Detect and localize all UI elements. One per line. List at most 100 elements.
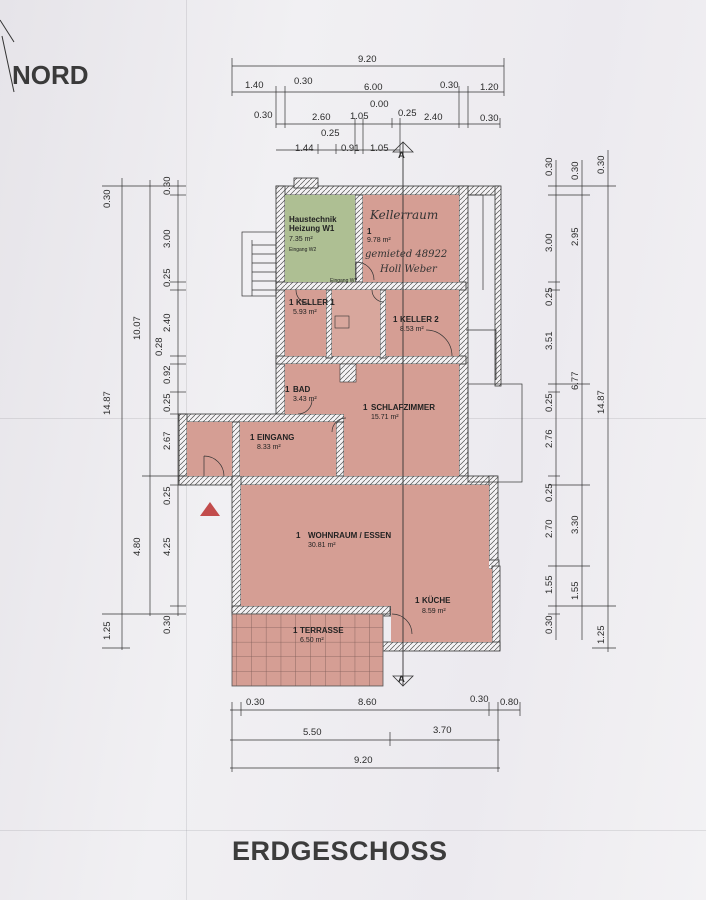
dim-left-inner-0: 0.30 <box>162 177 173 196</box>
room-keller-1 <box>285 290 326 356</box>
dim-top-2-2: 6.00 <box>364 82 383 93</box>
svg-text:8.53 m²: 8.53 m² <box>400 326 424 333</box>
dim-right-mid-1: 2.95 <box>570 228 581 247</box>
annex-outlines <box>425 194 523 483</box>
handwritten-note: Kellerraum gemieted 48922 Holl Weber <box>365 208 447 275</box>
svg-text:1: 1 <box>415 596 420 605</box>
svg-text:KÜCHE: KÜCHE <box>422 596 451 605</box>
svg-text:WOHNRAUM / ESSEN: WOHNRAUM / ESSEN <box>308 531 391 540</box>
svg-text:SCHLAFZIMMER: SCHLAFZIMMER <box>371 403 435 412</box>
dim-right-inner-9: 0.30 <box>544 616 555 635</box>
svg-text:3.43 m²: 3.43 m² <box>293 396 317 403</box>
dim-right-outer-2: 1.25 <box>596 626 607 645</box>
dim-right-mid-4: 1.55 <box>570 582 581 601</box>
svg-text:BAD: BAD <box>293 385 311 394</box>
svg-text:Haustechnik: Haustechnik <box>289 215 337 224</box>
dim-left-inner-5: 0.92 <box>162 366 173 385</box>
entrance-arrow <box>200 502 220 516</box>
svg-text:1: 1 <box>285 385 290 394</box>
svg-text:8.59 m²: 8.59 m² <box>422 608 446 615</box>
dim-right-inner-5: 2.76 <box>544 430 555 449</box>
dim-top-3-3: 1.05 <box>350 111 369 122</box>
svg-text:8.33 m²: 8.33 m² <box>257 444 281 451</box>
right-dimension-lines <box>548 150 616 652</box>
label-keller-2: 1 KELLER 2 8.53 m² <box>393 315 439 333</box>
dim-top-2-1: 0.30 <box>294 76 313 87</box>
dim-bottom-1-2: 0.30 <box>470 694 489 705</box>
terrace-tiles <box>231 613 384 687</box>
dim-top-4-0: 0.25 <box>321 128 340 139</box>
svg-text:KELLER 2: KELLER 2 <box>400 315 439 324</box>
room-eingang <box>240 422 336 476</box>
dim-right-inner-8: 1.55 <box>544 576 555 595</box>
dim-right-mid-3: 3.30 <box>570 516 581 535</box>
dim-top-4-3: 1.05 <box>370 143 389 154</box>
svg-text:Eingang W2: Eingang W2 <box>289 247 316 253</box>
label-kueche: 1 KÜCHE 8.59 m² <box>415 596 451 615</box>
dim-right-inner-2: 0.25 <box>544 288 555 307</box>
dim-left-mid-0: 10.07 <box>132 316 143 340</box>
dim-right-mid-2: 6.77 <box>570 372 581 391</box>
room-schlafzimmer <box>344 364 459 476</box>
svg-text:1: 1 <box>293 626 298 635</box>
dim-bottom-1-1: 8.60 <box>358 697 377 708</box>
top-dimension-lines <box>231 58 505 154</box>
dim-right-inner-0: 0.30 <box>544 158 555 177</box>
outdoor-stairs <box>241 231 277 297</box>
svg-text:gemieted 48922: gemieted 48922 <box>365 249 447 260</box>
room-corridor <box>332 290 380 356</box>
dim-right-inner-3: 3.51 <box>544 332 555 351</box>
label-kellerraum: 1 9.78 m² <box>367 227 391 244</box>
dim-top-4-2: 0.91 <box>341 143 360 154</box>
svg-text:EINGANG: EINGANG <box>257 433 294 442</box>
dim-top-3-5: 2.40 <box>424 112 443 123</box>
dim-top-2-4: 1.20 <box>480 82 499 93</box>
dim-right-inner-1: 3.00 <box>544 234 555 253</box>
dim-top-3-0: 0.00 <box>370 99 389 110</box>
label-eingang: 1 EINGANG 8.33 m² <box>250 433 294 451</box>
svg-text:1: 1 <box>393 315 398 324</box>
svg-text:1: 1 <box>289 298 294 307</box>
svg-text:1: 1 <box>250 433 255 442</box>
left-dimension-lines <box>102 178 186 650</box>
svg-text:Holl Weber: Holl Weber <box>379 264 438 275</box>
svg-text:1: 1 <box>296 531 301 540</box>
dim-left-mid-1: 4.80 <box>132 538 143 557</box>
svg-text:Heizung W1: Heizung W1 <box>289 224 335 233</box>
dim-bottom-2-1: 3.70 <box>433 725 452 736</box>
room-keller-2 <box>386 290 459 356</box>
floor-title: ERDGESCHOSS <box>232 836 448 866</box>
label-bad: 1 BAD 3.43 m² <box>285 385 317 403</box>
paper-fold-bottom <box>0 830 706 831</box>
dim-right-mid-0: 0.30 <box>570 162 581 181</box>
room-kueche <box>391 569 492 642</box>
svg-text:A: A <box>398 674 405 685</box>
svg-text:30.81 m²: 30.81 m² <box>308 542 336 549</box>
dim-top-3-2: 2.60 <box>312 112 331 123</box>
dim-right-inner-7: 2.70 <box>544 520 555 539</box>
dim-left-inner-1: 3.00 <box>162 230 173 249</box>
dim-top-2-0: 1.40 <box>245 80 264 91</box>
shaft <box>339 363 357 383</box>
svg-text:6.50 m²: 6.50 m² <box>300 637 324 644</box>
room-vestibule <box>187 422 232 476</box>
dim-left-inner-4: 0.28 <box>154 338 165 357</box>
dim-left-inner-8: 0.25 <box>162 487 173 506</box>
dim-left-outer-2: 1.25 <box>102 622 113 641</box>
dim-left-inner-6: 0.25 <box>162 394 173 413</box>
bottom-dimension-lines <box>230 702 521 772</box>
dim-bottom-1-3: 0.80 <box>500 697 519 708</box>
svg-text:9.78 m²: 9.78 m² <box>367 237 391 244</box>
dim-left-inner-2: 0.25 <box>162 269 173 288</box>
dim-left-inner-9: 4.25 <box>162 538 173 557</box>
dim-top-2-3: 0.30 <box>440 80 459 91</box>
label-haustechnik: Haustechnik Heizung W1 7.35 m² Eingang W… <box>289 215 337 253</box>
svg-text:TERRASSE: TERRASSE <box>300 626 344 635</box>
dim-bottom-3: 9.20 <box>354 755 373 766</box>
svg-text:A: A <box>398 150 405 161</box>
dim-bottom-2-0: 5.50 <box>303 727 322 738</box>
dim-top-3-4: 0.25 <box>398 108 417 119</box>
dim-left-outer-1: 14.87 <box>102 391 113 415</box>
label-wohnraum: 1 WOHNRAUM / ESSEN 30.81 m² <box>296 531 391 549</box>
section-marker-top: A <box>392 141 414 161</box>
